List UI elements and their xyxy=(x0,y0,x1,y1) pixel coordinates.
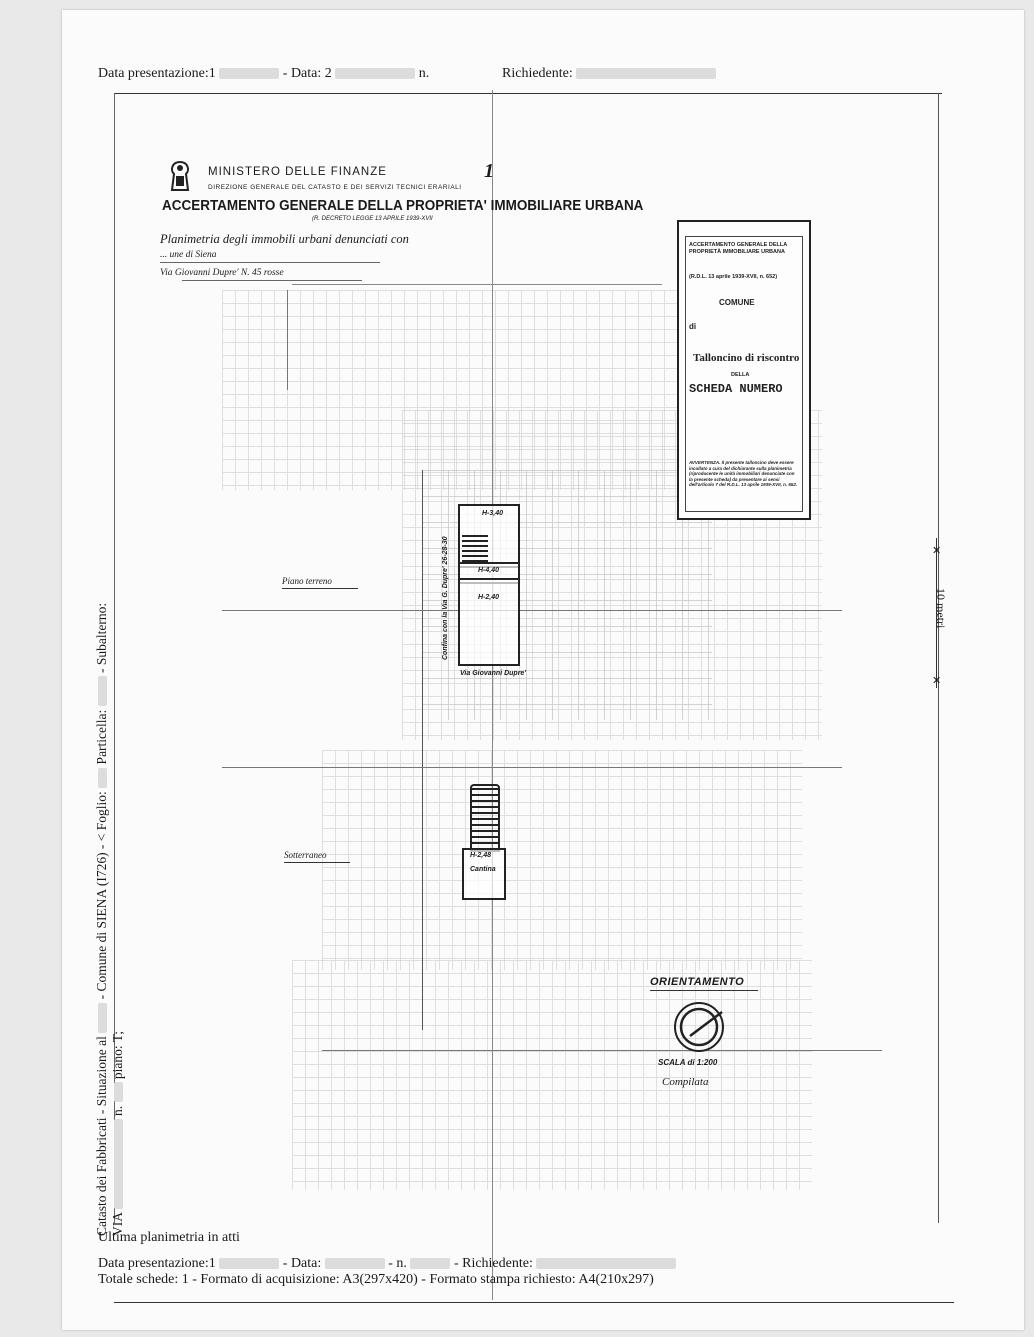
construction-line xyxy=(422,470,423,1030)
footer-ultima: Ultima planimetria in atti xyxy=(98,1230,240,1245)
stairs-down-icon xyxy=(470,784,500,852)
plan-address: Via Giovanni Dupre' N. 45 rosse xyxy=(160,268,284,278)
frame-left xyxy=(114,93,115,1223)
scale-tick-icon: ✕ xyxy=(932,675,942,687)
footer-presentazione-line: Data presentazione:1 - Data: - n. - Rich… xyxy=(98,1256,677,1272)
margin-text-2: - Comune di SIENA (I726) - < Foglio: xyxy=(94,791,109,1000)
redacted-field xyxy=(410,1258,451,1270)
scale-label: 10 metri xyxy=(934,588,948,629)
redacted-field xyxy=(98,767,108,788)
margin-text-1: Catasto dei Fabbricati - Situazione al xyxy=(94,1036,109,1236)
redacted-field xyxy=(536,1258,677,1270)
scale-bar xyxy=(936,538,937,688)
street-label: Via Giovanni Dupre' xyxy=(460,670,526,677)
label-piano-terreno: Piano terreno xyxy=(282,576,332,586)
underline xyxy=(284,862,350,863)
redacted-field xyxy=(98,676,108,707)
redacted-field xyxy=(114,1082,124,1103)
side-label: Confina con la Via G. Dupre' 26-28-30 xyxy=(442,536,449,660)
compilata-text: Compilata xyxy=(662,1076,709,1088)
stamp-decree: (R.D.L. 13 aprile 1939-XVII, n. 652) xyxy=(689,274,778,280)
footer-data: - Data: xyxy=(282,1256,322,1271)
compass-icon xyxy=(672,1000,726,1054)
margin-text-4: - Subalterno: xyxy=(94,602,109,673)
underline xyxy=(182,280,362,281)
construction-line xyxy=(222,767,842,768)
stamp-avvertenza: AVVERTENZA. Il presente talloncino deve … xyxy=(689,460,798,487)
redacted-field xyxy=(324,1258,385,1270)
grid-area xyxy=(292,960,812,1190)
height-label: H-3,40 xyxy=(482,510,504,517)
stamp-talloncino: Talloncino di riscontro xyxy=(693,352,800,364)
stamp-di: di xyxy=(689,322,697,331)
plan-comune: ... une di Siena xyxy=(160,250,217,260)
margin-text-3: Particella: xyxy=(94,709,109,765)
redacted-field xyxy=(114,1119,124,1210)
stamp-scheda: SCHEDA NUMERO xyxy=(689,382,783,396)
ministry-title: ACCERTAMENTO GENERALE DELLA PROPRIETA' I… xyxy=(162,198,644,214)
footer-totale: Totale schede: 1 - Formato di acquisizio… xyxy=(98,1272,654,1287)
frame-top xyxy=(114,93,942,94)
room-cantina xyxy=(462,848,506,900)
construction-line xyxy=(222,610,842,611)
footer-n: - n. xyxy=(388,1256,407,1271)
header-n: n. xyxy=(418,66,430,81)
construction-line xyxy=(492,90,493,1300)
frame-right xyxy=(938,93,939,1223)
cantina-label: Cantina xyxy=(470,866,496,873)
margin-text-6: n. xyxy=(110,1105,125,1116)
sheet-number: 1 xyxy=(484,160,494,182)
orientation-title: ORIENTAMENTO xyxy=(650,976,745,988)
frame-bottom xyxy=(114,1302,954,1303)
height-label: H-2,40 xyxy=(478,594,500,601)
header-data: - Data: 2 xyxy=(282,66,332,81)
redacted-field xyxy=(219,68,280,80)
header-data-presentazione: Data presentazione:1 xyxy=(98,66,216,81)
footer-richiedente: - Richiedente: xyxy=(453,1256,533,1271)
ministry-decree: (R. DECRETO LEGGE 13 APRILE 1939-XVII xyxy=(312,216,433,222)
underline xyxy=(282,588,358,589)
richiedente-label: Richiedente: xyxy=(502,66,573,81)
stamp-inner-border xyxy=(685,236,803,512)
margin-address: VIA n. piano: T; xyxy=(110,1031,126,1236)
ministry-name: MINISTERO DELLE FINANZE xyxy=(208,166,387,178)
stairs-icon xyxy=(462,532,488,562)
underline xyxy=(160,262,380,263)
margin-text-7: piano: T; xyxy=(110,1030,125,1080)
redacted-field xyxy=(219,1258,280,1270)
room-lower xyxy=(458,578,520,666)
ministry-direction: DIREZIONE GENERALE DEL CATASTO E DEI SER… xyxy=(208,184,462,191)
construction-line xyxy=(287,290,288,390)
stamp-della: DELLA xyxy=(731,372,750,378)
margin-catasto: Catasto dei Fabbricati - Situazione al -… xyxy=(94,603,110,1236)
scale-tick-icon: ✕ xyxy=(932,545,942,557)
stamp-comune: COMUNE xyxy=(719,298,755,307)
footer-presentazione: Data presentazione:1 xyxy=(98,1256,216,1271)
redacted-field xyxy=(335,68,416,80)
document-page: Data presentazione:1 - Data: 2 n. Richie… xyxy=(62,10,1024,1330)
scale-text: SCALA di 1:200 xyxy=(658,1058,718,1067)
header-bar: Data presentazione:1 - Data: 2 n. xyxy=(98,66,429,82)
redacted-field xyxy=(576,68,717,80)
height-label: H-4,40 xyxy=(478,567,500,574)
emblem-icon xyxy=(166,160,194,194)
talloncino-stamp: ACCERTAMENTO GENERALE DELLA PROPRIETÀ IM… xyxy=(677,220,811,520)
grid-area xyxy=(322,750,802,970)
plan-description: Planimetria degli immobili urbani denunc… xyxy=(160,232,409,246)
stamp-heading: ACCERTAMENTO GENERALE DELLA PROPRIETÀ IM… xyxy=(689,242,787,255)
redacted-field xyxy=(98,1002,108,1033)
header-richiedente: Richiedente: xyxy=(502,66,717,82)
label-sotterraneo: Sotterraneo xyxy=(284,850,327,860)
underline xyxy=(650,990,758,991)
height-label: H-2,48 xyxy=(470,852,492,859)
underline xyxy=(292,284,662,285)
construction-line xyxy=(322,1050,882,1051)
